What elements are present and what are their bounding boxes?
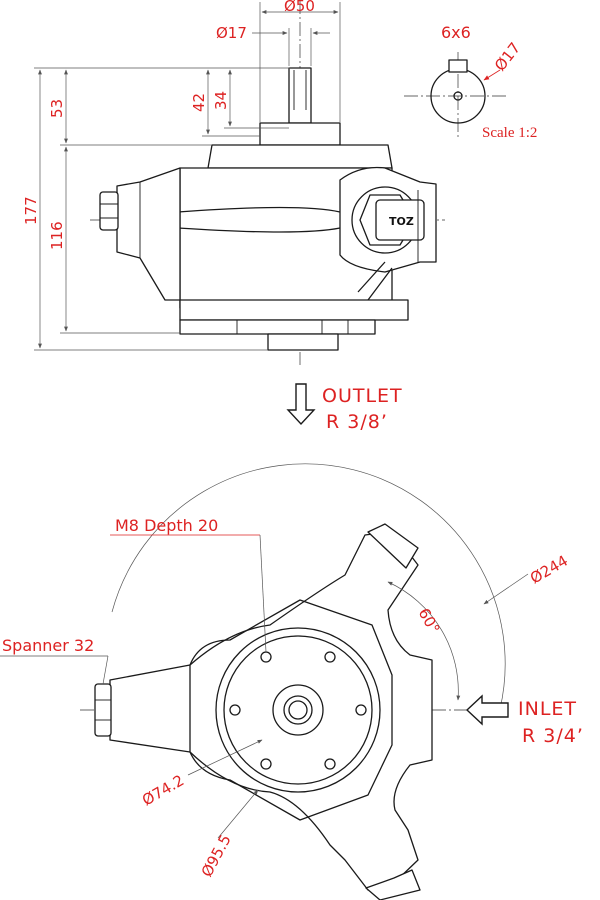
front-dimension-lines: [34, 2, 341, 351]
left-nozzle: [99, 167, 181, 301]
section-diameter-17: Ø17: [491, 39, 524, 74]
port-circle: [283, 695, 313, 725]
flange-circle: [215, 627, 381, 793]
three-arm-body: [109, 532, 433, 891]
dim-angle-60: 60°: [415, 605, 444, 637]
bolt-circle-leader: [187, 739, 263, 776]
dim-116: 116: [48, 221, 66, 250]
dim-34: 34: [212, 91, 230, 110]
dim-diameter-17: Ø17: [216, 24, 247, 42]
dim-diameter-50: Ø50: [284, 0, 315, 15]
housing-outline: [189, 599, 393, 821]
toz-logo: TOZ: [389, 215, 414, 228]
inlet-boss: [339, 166, 437, 301]
inlet-thread: R 3/4’: [522, 725, 584, 747]
outlet-arrow-icon: [286, 383, 316, 426]
outer-diameter-leader: [483, 573, 529, 605]
scale-note: Scale 1:2: [482, 125, 537, 141]
bolt-holes: [229, 651, 367, 770]
nut: [375, 199, 425, 241]
spanner-label: Spanner 32: [2, 636, 94, 655]
outlet-label: OUTLET: [322, 385, 403, 407]
dim-53: 53: [48, 99, 66, 118]
dim-diameter-244: Ø244: [527, 552, 571, 588]
inlet-label: INLET: [518, 698, 577, 720]
key-size-label: 6x6: [441, 23, 471, 42]
angle-arc: [387, 581, 461, 701]
dim-42: 42: [190, 93, 208, 112]
shaft-section: 6x6 Ø17 Scale 1:2: [404, 23, 537, 141]
front-view: Ø50 Ø17 177 53 116 42 34 TOZ OUTLET R 3/…: [22, 0, 445, 433]
outlet-thread: R 3/8’: [326, 411, 388, 433]
outer-diameter-arc: [111, 463, 506, 710]
upper-housing: [207, 144, 393, 169]
shaft: [259, 67, 341, 146]
thread-callout: M8 Depth 20: [115, 516, 218, 535]
body-split-line: [118, 206, 341, 233]
bottom-hex: [365, 869, 421, 900]
bottom-plates: [179, 299, 409, 351]
inlet-arrow-icon: [465, 694, 509, 726]
dim-177: 177: [22, 196, 40, 225]
dim-diameter-74-2: Ø74.2: [139, 771, 187, 809]
flange-leader: [217, 789, 259, 839]
top-view: M8 Depth 20 Spanner 32 Ø244 60° Ø74.2 Ø9…: [0, 463, 584, 900]
flange-inner-circle: [223, 635, 373, 785]
top-hex: [367, 523, 419, 569]
left-spanner-hex: [94, 683, 112, 737]
dim-diameter-95-5: Ø95.5: [198, 832, 235, 880]
